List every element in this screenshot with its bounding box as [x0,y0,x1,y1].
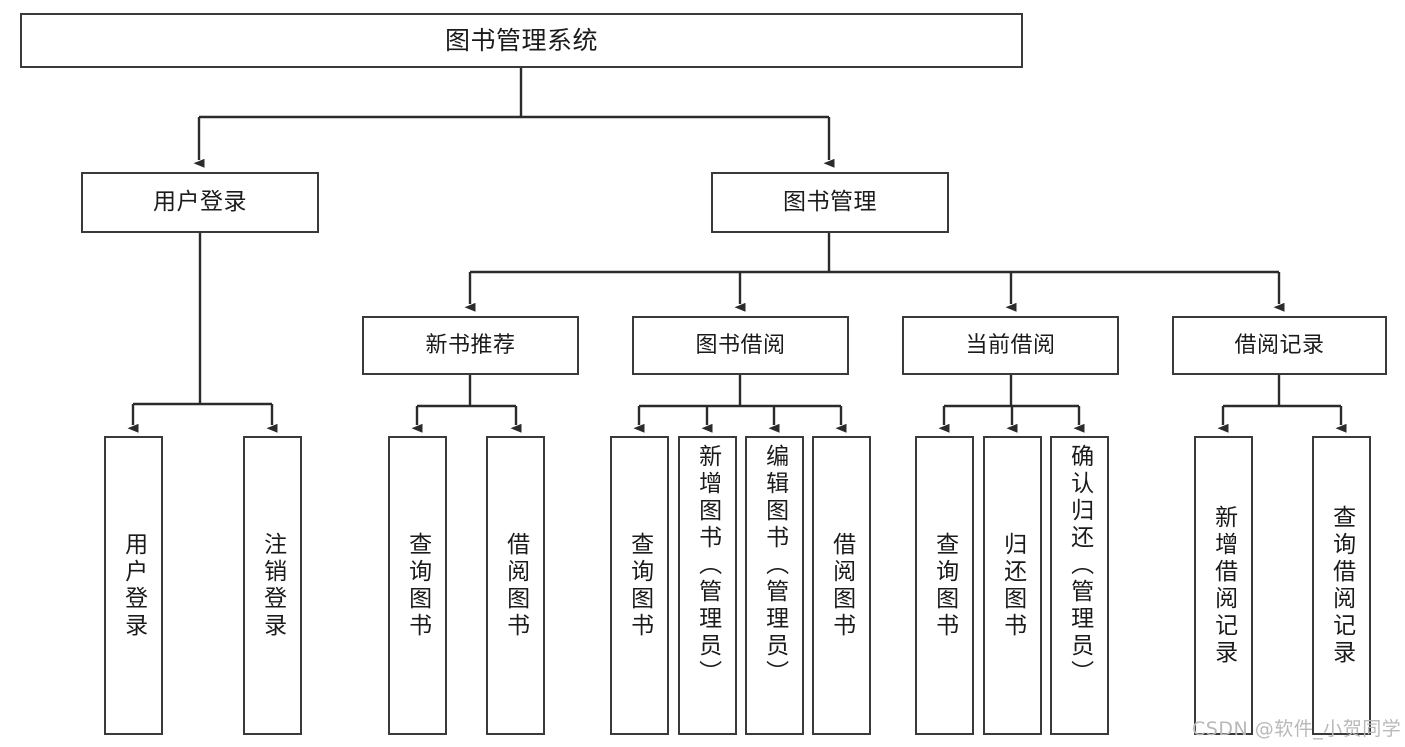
node-leaf-add-borrow-record[interactable]: 新增借阅记录 [1194,436,1253,735]
node-leaf-borrow-book-1[interactable]: 借阅图书 [486,436,545,735]
edge-currentborrow-to-leaves [938,375,1085,433]
edge-bookborrow-to-leaves [633,375,847,433]
csdn-watermark: CSDN @软件_小贺同学 [1192,718,1402,740]
edge-userlogin-to-leaves [127,233,278,433]
node-leaf-borrow-book-2-label: 借阅图书 [828,531,855,640]
node-leaf-edit-book-admin[interactable]: 编辑图书（管理员） [745,436,804,735]
node-borrow-record[interactable]: 借阅记录 [1172,316,1387,375]
node-current-borrow[interactable]: 当前借阅 [902,316,1119,375]
node-leaf-return-book-label: 归还图书 [999,531,1026,640]
node-leaf-borrow-book-1-label: 借阅图书 [502,531,529,640]
node-leaf-user-login[interactable]: 用户登录 [104,436,163,735]
node-leaf-query-borrow-record-label: 查询借阅记录 [1328,504,1355,667]
node-book-borrow[interactable]: 图书借阅 [632,316,849,375]
node-leaf-borrow-book-2[interactable]: 借阅图书 [812,436,871,735]
node-leaf-query-book-3[interactable]: 查询图书 [915,436,974,735]
edge-newbookrec-to-leaves [411,375,522,433]
node-leaf-query-book-2[interactable]: 查询图书 [610,436,669,735]
node-leaf-add-book-admin[interactable]: 新增图书（管理员） [678,436,737,735]
edge-borrowrecord-to-leaves [1217,375,1347,433]
node-leaf-query-book-2-label: 查询图书 [626,531,653,640]
node-current-borrow-label: 当前借阅 [965,332,1056,358]
node-leaf-query-book-1[interactable]: 查询图书 [388,436,447,735]
node-leaf-logout[interactable]: 注销登录 [243,436,302,735]
edge-bookmanage-to-level3 [464,233,1285,312]
node-root-label: 图书管理系统 [444,25,598,55]
node-book-manage-label: 图书管理 [783,188,877,215]
node-leaf-confirm-return-admin-label: 确认归还（管理员） [1066,444,1093,687]
node-book-borrow-label: 图书借阅 [695,332,786,358]
node-new-book-rec[interactable]: 新书推荐 [362,316,579,375]
node-leaf-query-book-1-label: 查询图书 [404,531,431,640]
edge-root-to-level2 [193,68,835,168]
node-leaf-edit-book-admin-label: 编辑图书（管理员） [761,444,788,687]
node-leaf-confirm-return-admin[interactable]: 确认归还（管理员） [1050,436,1109,735]
node-leaf-logout-label: 注销登录 [259,531,286,640]
node-leaf-add-borrow-record-label: 新增借阅记录 [1210,504,1237,667]
node-new-book-rec-label: 新书推荐 [425,332,516,358]
node-leaf-query-borrow-record[interactable]: 查询借阅记录 [1312,436,1371,735]
node-leaf-query-book-3-label: 查询图书 [931,531,958,640]
node-leaf-user-login-label: 用户登录 [120,531,147,640]
node-user-login-label: 用户登录 [153,188,247,215]
node-borrow-record-label: 借阅记录 [1234,332,1325,358]
node-book-manage[interactable]: 图书管理 [711,172,949,233]
node-user-login[interactable]: 用户登录 [81,172,319,233]
node-leaf-return-book[interactable]: 归还图书 [983,436,1042,735]
node-root[interactable]: 图书管理系统 [20,13,1023,68]
node-leaf-add-book-admin-label: 新增图书（管理员） [694,444,721,687]
